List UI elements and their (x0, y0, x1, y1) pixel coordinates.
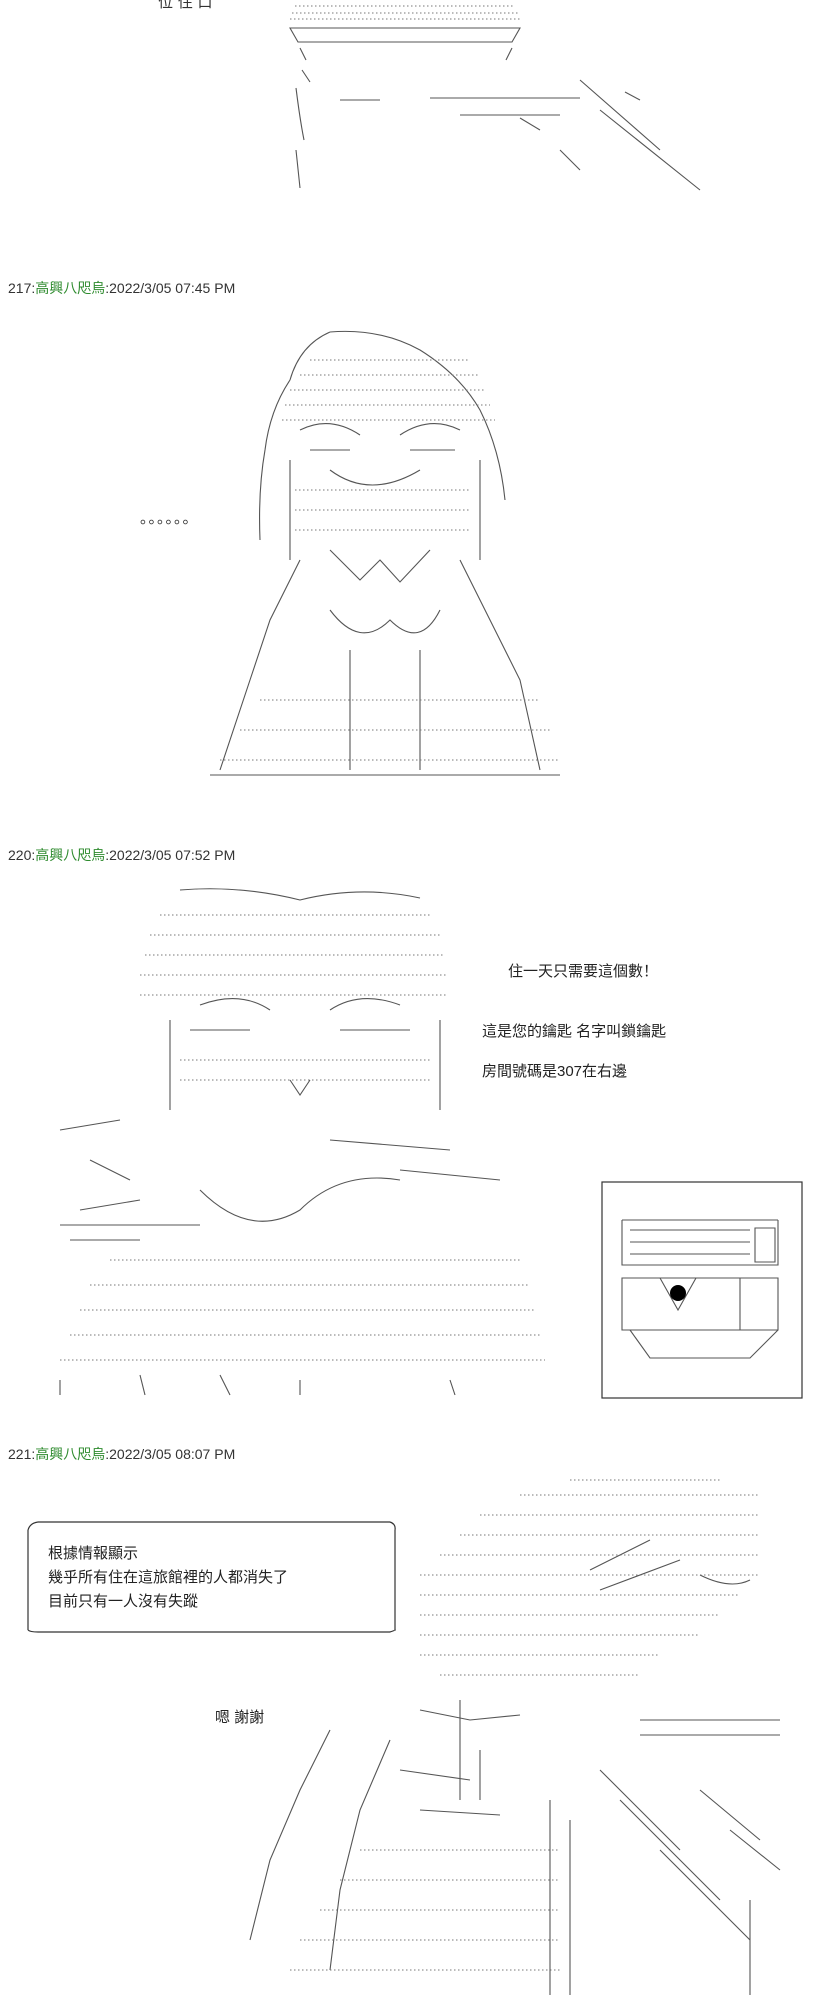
reply-text: 嗯 謝謝 (215, 1709, 265, 1726)
post-time: :2022/3/05 07:52 PM (105, 847, 236, 863)
speech-line-1: 根據情報顯示 (48, 1545, 139, 1562)
character-ascii-art-2 (59, 888, 545, 1396)
character-ascii-art-1 (210, 330, 560, 776)
post-time: :2022/3/05 07:45 PM (105, 280, 236, 296)
post-header-221: 221:高興八咫烏:2022/3/05 08:07 PM (8, 1444, 235, 1464)
post-header-220: 220:高興八咫烏:2022/3/05 07:52 PM (8, 845, 235, 865)
key-box-illustration (601, 1181, 803, 1399)
top-fragment-text: 位 住 口 (158, 0, 213, 11)
keyhole-icon (670, 1285, 686, 1301)
poster-name[interactable]: 高興八咫烏 (35, 280, 106, 296)
poster-name[interactable]: 高興八咫烏 (35, 847, 106, 863)
post-header-217: 217:高興八咫烏:2022/3/05 07:45 PM (8, 278, 235, 298)
poster-name[interactable]: 高興八咫烏 (35, 1446, 106, 1462)
top-ascii-art (289, 5, 701, 191)
dialog-line-room: 房間號碼是307在右邊 (482, 1063, 628, 1080)
speech-box-frame (27, 1521, 396, 1633)
speech-line-2: 幾乎所有住在這旅館裡的人都消失了 (48, 1569, 289, 1586)
post-number: 220: (8, 847, 36, 863)
speech-line-3: 目前只有一人沒有失蹤 (48, 1593, 199, 1610)
dialog-line-price: 住一天只需要這個數！ (508, 963, 659, 980)
post-number: 221: (8, 1446, 36, 1462)
character-ascii-art-3 (249, 1479, 781, 1995)
post-time: :2022/3/05 08:07 PM (105, 1446, 236, 1462)
ellipsis-text: 。。。。。。 (140, 509, 199, 527)
dialog-line-key: 這是您的鑰匙 名字叫鎖鑰匙 (482, 1023, 667, 1040)
post-number: 217: (8, 280, 36, 296)
